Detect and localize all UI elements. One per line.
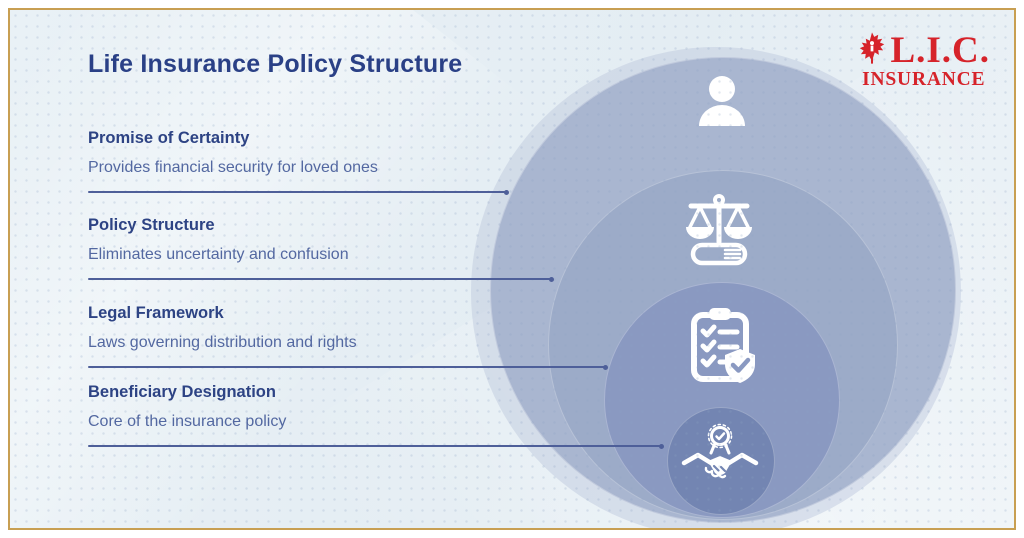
connector-line [88,364,608,370]
item-description: Eliminates uncertainty and confusion [88,246,349,263]
list-item-beneficiary-designation: Beneficiary Designation Core of the insu… [88,382,664,449]
item-heading: Legal Framework [88,304,224,322]
company-logo: L.I.C. INSURANCE [857,32,990,90]
list-item-promise-of-certainty: Promise of Certainty Provides financial … [88,128,509,195]
maple-leaf-icon [857,32,887,69]
item-heading: Beneficiary Designation [88,383,276,401]
item-description: Laws governing distribution and rights [88,334,357,351]
clipboard-shield-icon [684,306,758,395]
person-icon [694,74,750,135]
list-item-legal-framework: Legal Framework Laws governing distribut… [88,303,608,370]
item-heading: Promise of Certainty [88,129,250,147]
logo-tagline: INSURANCE [862,69,986,90]
item-description: Core of the insurance policy [88,413,287,430]
handshake-award-icon [676,423,764,506]
list-item-policy-structure: Policy Structure Eliminates uncertainty … [88,215,554,282]
connector-line [88,276,554,282]
content-area: Life Insurance Policy Structure L.I.C. I… [10,10,1014,528]
item-description: Provides financial security for loved on… [88,159,378,176]
page-title: Life Insurance Policy Structure [88,50,463,78]
connector-line [88,189,509,195]
connector-line [88,443,664,449]
logo-name: L.I.C. [890,30,990,71]
item-heading: Policy Structure [88,216,215,234]
logo-top-row: L.I.C. [857,32,990,69]
scales-book-icon [677,192,761,273]
